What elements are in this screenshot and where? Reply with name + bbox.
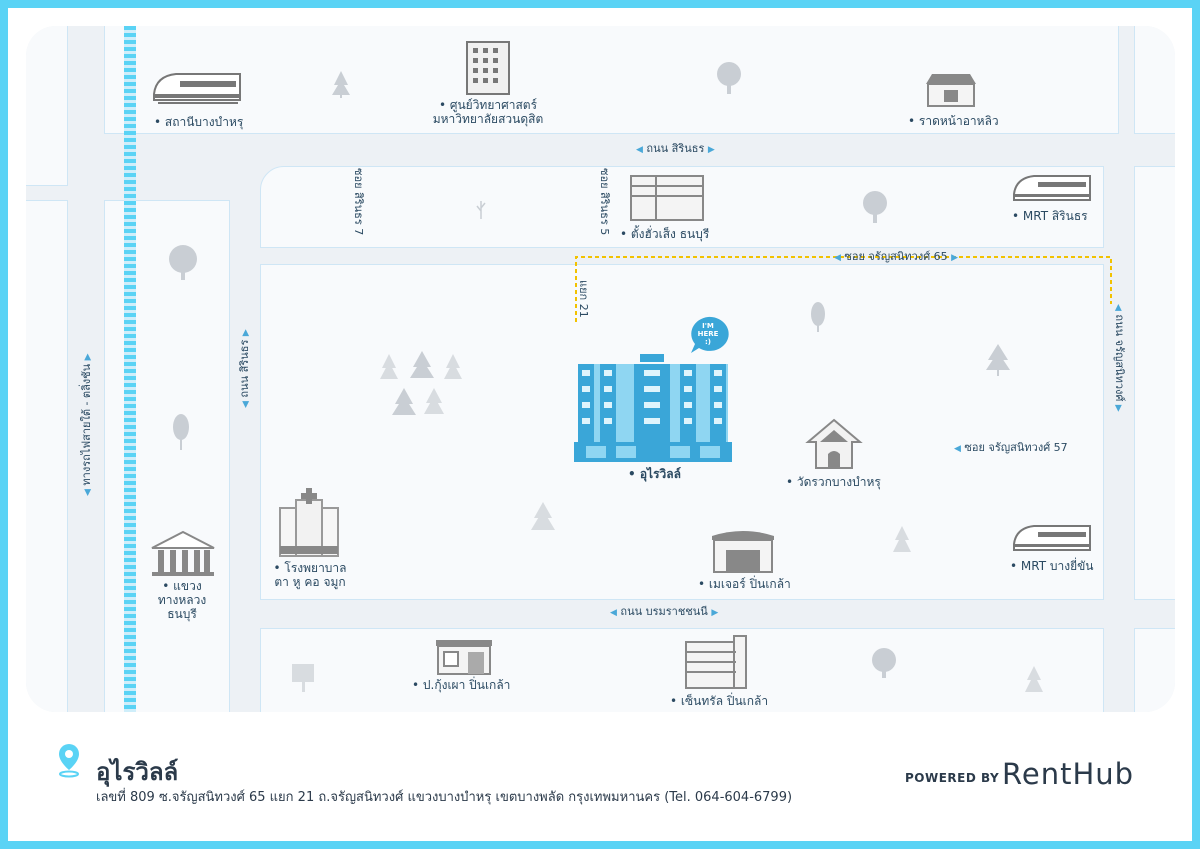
road-borommaratchachonnani[interactable]: ◀ ถนน บรมราชชนนี ▶: [610, 605, 719, 619]
hospital-icon: [279, 488, 339, 557]
route-line: [575, 256, 1112, 322]
block-bottom-main: [260, 628, 1104, 712]
office-building-icon: [630, 175, 704, 221]
label-hospital-line2: ตา หู คอ จมูก: [274, 575, 346, 589]
label-wat[interactable]: • วัดรวกบางบำหรุ: [786, 475, 881, 489]
road-borommaratchachonnani-text: ถนน บรมราชชนนี: [620, 605, 708, 618]
road-sirindhorn-top[interactable]: ◀ ถนน สิรินธร ▶: [636, 142, 715, 156]
powered-by-label: POWERED BY: [905, 771, 1000, 785]
road-soi-sirindhorn-7[interactable]: ซอย สิรินธร 7: [352, 168, 365, 236]
label-mrt-sirindhorn[interactable]: • MRT สิรินธร: [1012, 209, 1088, 223]
mall-icon: [685, 635, 747, 689]
government-building-icon: [151, 530, 215, 576]
road-yaek-21[interactable]: แยก 21: [577, 280, 590, 318]
block-top-left: [26, 26, 68, 186]
road-soi-sirindhorn-7-text: ซอย สิรินธร 7: [352, 168, 365, 236]
road-soi-charan-65[interactable]: ◀ ซอย จรัญสนิทวงศ์ 65 ▶: [834, 250, 959, 264]
marker-text: I'M HERE :): [687, 322, 729, 346]
label-rad-na[interactable]: • ราดหน้าอาหลิว: [908, 114, 999, 128]
road-railway-text: ทางรถไฟสายใต้ - ตลิ่งชัน: [80, 363, 93, 486]
temple-icon: [805, 418, 863, 469]
block-top-right: [1134, 26, 1175, 134]
label-kung-pao[interactable]: • ป.กุ้งเผา ปิ่นเกล้า: [412, 678, 511, 692]
label-bang-bamru-station[interactable]: • สถานีบางบำหรุ: [154, 115, 244, 129]
im-here-marker-icon: [691, 316, 729, 353]
label-science-center-line1: • ศูนย์วิทยาศาสตร์: [438, 98, 538, 112]
road-soi-sirindhorn-5[interactable]: ซอย สิรินธร 5: [598, 168, 611, 236]
label-central[interactable]: • เซ็นทรัล ปิ่นเกล้า: [670, 694, 769, 708]
office-building-icon: [466, 41, 510, 95]
label-science-center-line2: มหาวิทยาลัยสวนดุสิต: [432, 112, 544, 126]
road-railway[interactable]: ◀ ทางรถไฟสายใต้ - ตลิ่งชัน ▶: [80, 353, 93, 496]
road-sirindhorn-left-text: ถนน สิรินธร: [238, 339, 251, 398]
label-hospital-line1: • โรงพยาบาล: [273, 561, 347, 575]
road-soi-charan-65-text: ซอย จรัญสนิทวงศ์ 65: [844, 250, 948, 263]
tree-icon: [169, 62, 1043, 692]
mall-icon: [712, 531, 774, 573]
marker-line-1: I'M: [702, 322, 714, 330]
label-mrt-bang-yi-khan[interactable]: • MRT บางยี่ขัน: [1010, 559, 1094, 573]
road-soi-sirindhorn-5-text: ซอย สิรินธร 5: [598, 168, 611, 236]
label-major[interactable]: • เมเจอร์ ปิ่นเกล้า: [698, 577, 791, 591]
road-soi-charan-57[interactable]: ◀ ซอย จรัญสนิทวงศ์ 57: [954, 441, 1068, 455]
road-sirindhorn-left[interactable]: ◀ ถนน สิรินธร ▶: [238, 329, 251, 408]
footer-title: อุไรวิลล์: [96, 758, 179, 786]
label-highway-line2: ทางหลวง: [157, 593, 207, 607]
block-left-edge: [26, 200, 68, 712]
label-hospital[interactable]: • โรงพยาบาล ตา หู คอ จมูก: [260, 561, 360, 589]
train-icon: [153, 73, 241, 104]
label-highway-dept[interactable]: • แขวง ทางหลวง ธนบุรี: [142, 579, 222, 621]
train-icon: [1013, 175, 1091, 201]
road-sirindhorn-top-text: ถนน สิรินธร: [646, 142, 705, 155]
map[interactable]: I'M HERE :) • สถานีบางบำหรุ • ศูนย์วิทยา…: [26, 26, 1175, 712]
renthub-logo[interactable]: RentHub: [1002, 757, 1135, 791]
label-highway-line3: ธนบุรี: [167, 607, 197, 621]
shop-icon: [436, 640, 492, 675]
label-highway-line1: • แขวง: [162, 579, 202, 593]
im-here-marker[interactable]: I'M HERE :): [687, 315, 729, 355]
marker-line-3: :): [705, 338, 711, 346]
label-tang-hua-seng[interactable]: • ตั้งฮั่วเส็ง ธนบุรี: [620, 227, 710, 241]
road-soi-charan-57-text: ซอย จรัญสนิทวงศ์ 57: [964, 441, 1068, 454]
railway-track: [124, 26, 136, 712]
location-pin-icon: [59, 744, 79, 778]
shop-icon: [926, 74, 976, 107]
label-science-center[interactable]: • ศูนย์วิทยาศาสตร์ มหาวิทยาลัยสวนดุสิต: [418, 98, 558, 126]
marker-line-2: HERE: [697, 330, 719, 338]
road-charan-right[interactable]: ◀ ถนน จรัญสนิทวงศ์ ▶: [1113, 304, 1126, 412]
apartment-building-icon: [574, 354, 732, 462]
label-home[interactable]: • อุไรวิลล์: [628, 467, 681, 481]
train-icon: [1013, 525, 1091, 551]
footer-address: เลขที่ 809 ซ.จรัญสนิทวงศ์ 65 แยก 21 ถ.จร…: [96, 790, 793, 805]
road-yaek-21-text: แยก 21: [577, 280, 590, 318]
road-charan-right-text: ถนน จรัญสนิทวงศ์: [1113, 314, 1126, 402]
block-right: [1134, 166, 1175, 600]
block-bottom-right: [1134, 628, 1175, 712]
